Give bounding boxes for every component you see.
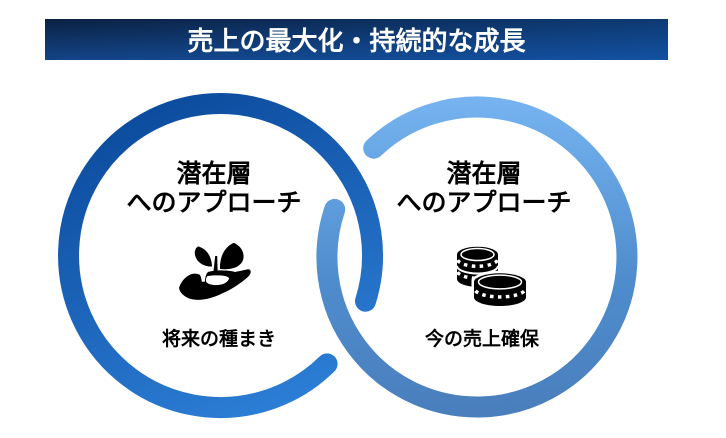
- left-circle-caption: 将来の種まき: [161, 329, 276, 350]
- hand-holding-sprout-icon: [179, 243, 251, 300]
- right-heading-line1: 潜在層: [446, 160, 522, 188]
- left-circle-heading: 潜在層 へのアプローチ: [89, 160, 339, 218]
- left-heading-line1: 潜在層: [176, 160, 252, 188]
- title-banner: 売上の最大化・持続的な成長: [45, 19, 668, 60]
- coin-stacks-icon: [455, 246, 529, 308]
- right-circle-caption: 今の売上確保: [424, 329, 539, 350]
- left-heading-line2: へのアプローチ: [126, 189, 302, 217]
- right-heading-line2: へのアプローチ: [396, 189, 572, 217]
- right-circle-heading: 潜在層 へのアプローチ: [359, 160, 609, 218]
- page-title: 売上の最大化・持続的な成長: [187, 25, 526, 56]
- right-ring: [316, 96, 638, 418]
- left-ring: [58, 93, 383, 418]
